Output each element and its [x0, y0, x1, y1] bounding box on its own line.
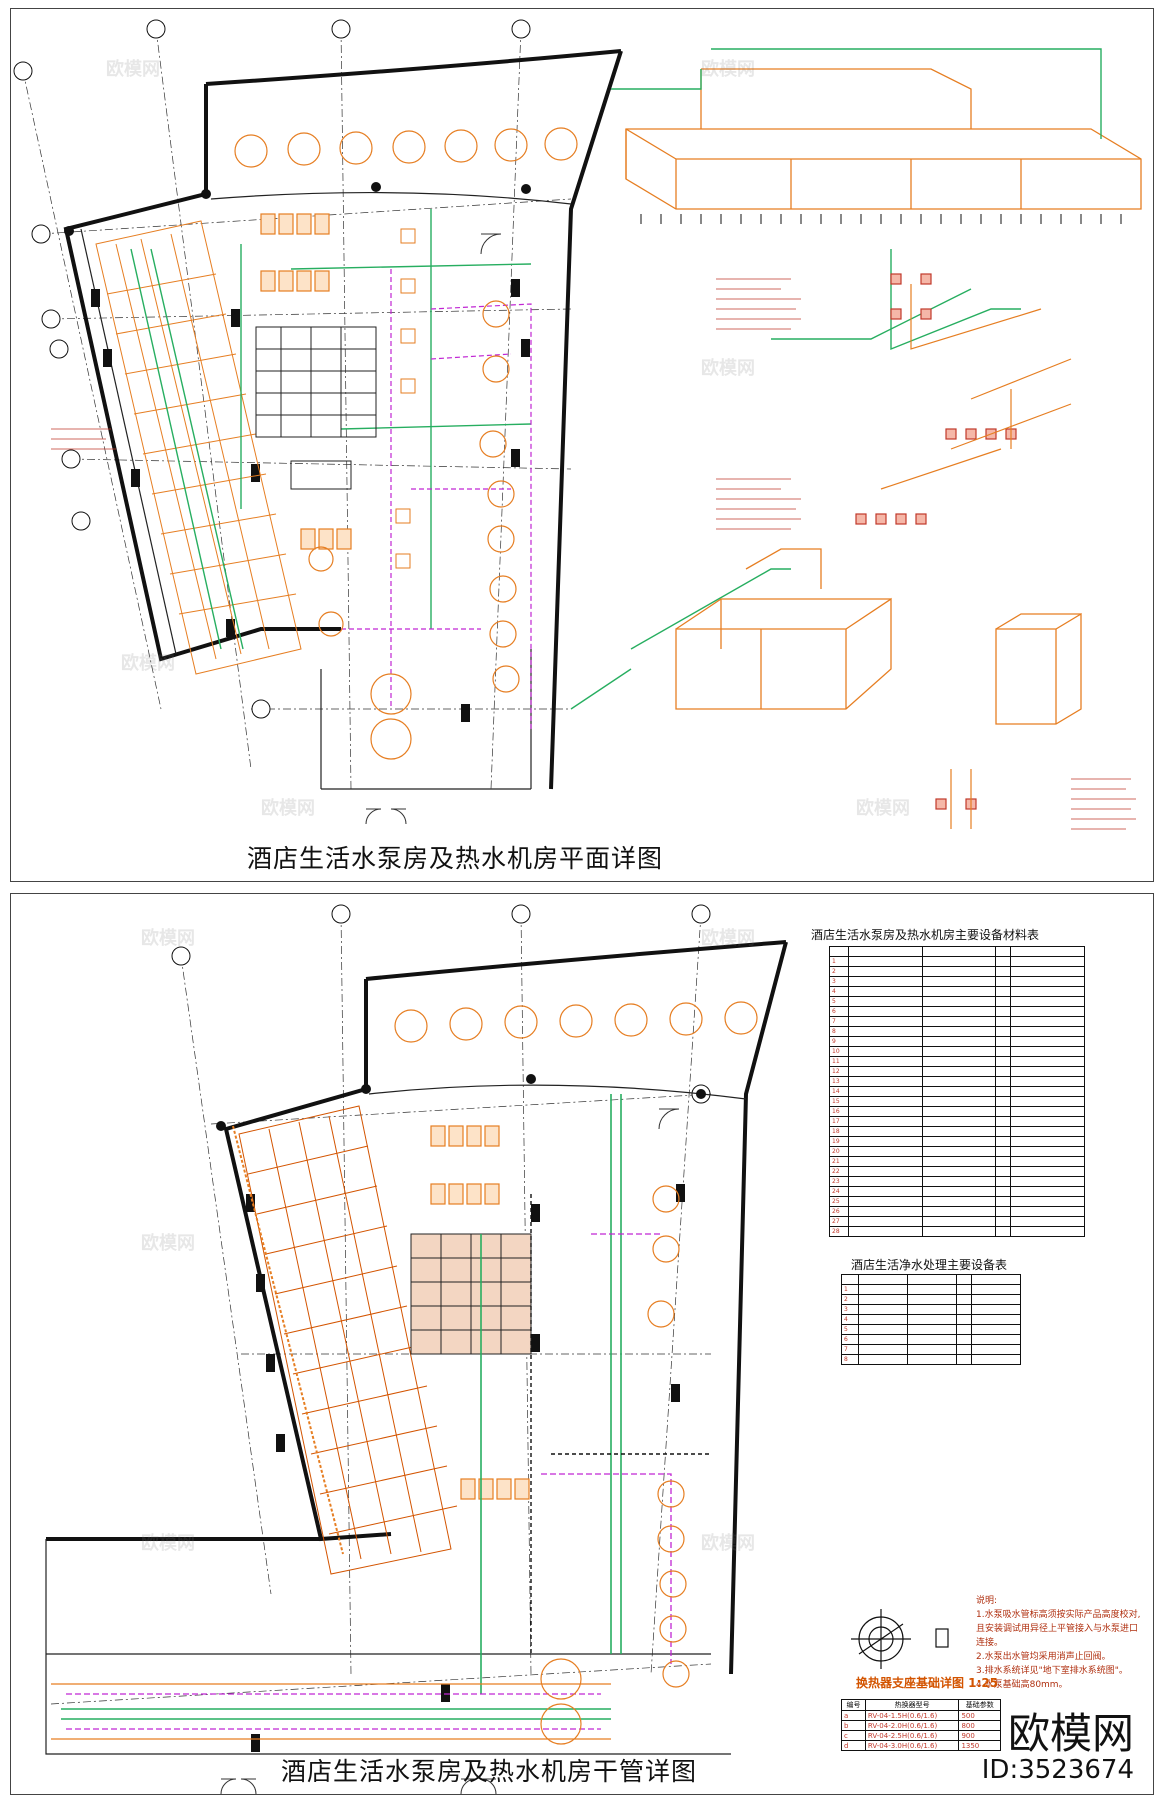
purification-table: 1 2 3 4 5 6 7 8 [841, 1274, 1021, 1365]
equipment-table-title: 酒店生活水泵房及热水机房主要设备材料表 [811, 928, 1040, 942]
table-row: 9 [829, 1036, 1085, 1047]
table-header: 热换器型号 [864, 1699, 960, 1711]
table-row: 16 [829, 1106, 1085, 1117]
purification-table-title: 酒店生活净水处理主要设备表 [851, 1258, 1008, 1272]
table-header: 编号 [841, 1699, 866, 1711]
table-row: 28 [829, 1226, 1085, 1237]
note-line: 4.水泵基础高80mm。 [976, 1680, 1068, 1690]
notes: 说明: 1.水泵吸水管标高须按实际产品高度校对, 且安装调试用异径上平管接入与水… [976, 1594, 1146, 1692]
table-row: 26 [829, 1206, 1085, 1217]
table-row: 22 [829, 1166, 1085, 1177]
table-row: 18 [829, 1126, 1085, 1137]
table-row: 6 [841, 1334, 1021, 1345]
table-row: 15 [829, 1096, 1085, 1107]
table-row: 4 [829, 986, 1085, 997]
sheet-title: 酒店生活水泵房及热水机房平面详图 [247, 844, 664, 873]
note-line: 3.排水系统详见"地下室排水系统图"。 [976, 1666, 1128, 1676]
note-line: 2.水泵出水管均采用消声止回阀。 [976, 1652, 1111, 1662]
table-row: 1 [829, 956, 1085, 967]
table-row: c RV-04-2.5H(0.6/1.6) 900 [841, 1730, 1001, 1741]
brand-id: ID:3523674 [981, 1755, 1134, 1785]
table-row: 6 [829, 1006, 1085, 1017]
table-row: 编号 热换器型号 基础参数 [841, 1699, 1001, 1711]
table-row: b RV-04-2.0H(0.6/1.6) 800 [841, 1720, 1001, 1731]
heat-exchanger-table: 编号 热换器型号 基础参数 a RV-04-1.5H(0.6/1.6) 500 … [841, 1699, 1001, 1751]
table-row: 8 [829, 1026, 1085, 1037]
table-cell: RV-04-1.5H(0.6/1.6) [864, 1710, 960, 1721]
table-row: 2 [829, 966, 1085, 977]
mains-drawing [45, 904, 949, 1794]
equipment-table: 1 2 3 4 5 6 7 8 9 10 11 12 13 14 15 16 1… [829, 946, 1085, 1237]
table-row: d RV-04-3.0H(0.6/1.6) 1350 [841, 1740, 1001, 1751]
table-row: 7 [829, 1016, 1085, 1027]
sheet-plan: 欧模网 欧模网 欧模网 欧模网 欧模网 欧模网 酒店生活水泵房及热水机房平面详图 [10, 8, 1154, 882]
table-row: 10 [829, 1046, 1085, 1057]
note-line: 且安装调试用异径上平管接入与水泵进口连接。 [976, 1624, 1139, 1648]
table-cell: c [841, 1730, 866, 1741]
table-row: 21 [829, 1156, 1085, 1167]
plan-drawing [13, 19, 1142, 830]
sheet-title: 酒店生活水泵房及热水机房干管详图 [281, 1757, 698, 1786]
table-cell: b [841, 1720, 866, 1731]
table-cell: 1350 [958, 1740, 1001, 1751]
table-cell: RV-04-3.0H(0.6/1.6) [864, 1740, 960, 1751]
table-row: 25 [829, 1196, 1085, 1207]
table-cell: a [841, 1710, 866, 1721]
table-row: 3 [841, 1304, 1021, 1315]
table-row: 27 [829, 1216, 1085, 1227]
table-row: 7 [841, 1344, 1021, 1355]
table-row: a RV-04-1.5H(0.6/1.6) 500 [841, 1710, 1001, 1721]
table-row [841, 1274, 1021, 1285]
table-cell: RV-04-2.0H(0.6/1.6) [864, 1720, 960, 1731]
detail-caption: 换热器支座基础详图 1:25 [856, 1676, 999, 1690]
table-row: 23 [829, 1176, 1085, 1187]
table-cell: 900 [958, 1730, 1001, 1741]
table-row: 3 [829, 976, 1085, 987]
table-cell: 500 [958, 1710, 1001, 1721]
table-row: 20 [829, 1146, 1085, 1157]
table-row: 13 [829, 1076, 1085, 1087]
table-row: 8 [841, 1354, 1021, 1365]
table-row: 14 [829, 1086, 1085, 1097]
table-row: 1 [841, 1284, 1021, 1295]
table-row: 4 [841, 1314, 1021, 1325]
table-row: 2 [841, 1294, 1021, 1305]
table-row: 11 [829, 1056, 1085, 1067]
table-row: 12 [829, 1066, 1085, 1077]
table-cell: d [841, 1740, 866, 1751]
table-row: 17 [829, 1116, 1085, 1127]
table-cell: 800 [958, 1720, 1001, 1731]
table-row: 24 [829, 1186, 1085, 1197]
table-header: 基础参数 [958, 1699, 1001, 1711]
notes-title: 说明: [976, 1596, 998, 1606]
note-line: 1.水泵吸水管标高须按实际产品高度校对, [976, 1610, 1141, 1620]
sheet-mains: 酒店生活水泵房及热水机房主要设备材料表 1 2 3 4 5 6 7 8 9 10… [10, 893, 1154, 1795]
table-cell: RV-04-2.5H(0.6/1.6) [864, 1730, 960, 1741]
table-row: 5 [829, 996, 1085, 1007]
table-row [829, 946, 1085, 957]
brand-logo: 欧模网 [1007, 1709, 1134, 1758]
table-row: 5 [841, 1324, 1021, 1335]
table-row: 19 [829, 1136, 1085, 1147]
